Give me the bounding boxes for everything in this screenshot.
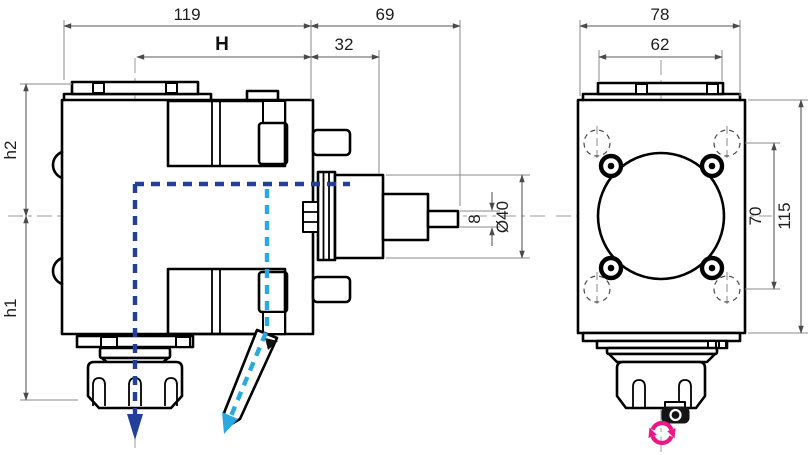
flange-lug bbox=[175, 336, 191, 348]
key-block-lines bbox=[303, 211, 318, 223]
flange-lug bbox=[100, 336, 118, 348]
dim-label-clamp-width: H bbox=[215, 34, 229, 55]
spindle-bore-circle bbox=[596, 151, 726, 281]
head-lower-block bbox=[166, 267, 287, 336]
phantom-port bbox=[713, 275, 741, 303]
dim-label-cap-width: 62 bbox=[651, 35, 670, 54]
top-cap bbox=[70, 80, 200, 96]
side-port-stub bbox=[311, 275, 352, 304]
cap-notch bbox=[165, 82, 178, 94]
head-upper-detail bbox=[262, 100, 286, 124]
head-upper-block bbox=[166, 99, 287, 168]
phantom-port bbox=[583, 275, 611, 303]
head-upper-flange-lines bbox=[211, 101, 221, 166]
tool-tip-setscrew bbox=[669, 408, 682, 422]
coolant-down-arrow-icon bbox=[127, 414, 143, 440]
spindle-ring-lines bbox=[322, 172, 330, 260]
collet-slot bbox=[92, 377, 106, 406]
side-port-stub bbox=[311, 128, 352, 157]
spindle-flange bbox=[333, 173, 385, 260]
collet-slot bbox=[678, 379, 692, 407]
holder-body bbox=[60, 98, 315, 336]
extension-lines-spindle bbox=[386, 174, 530, 259]
holder-body-side bbox=[576, 98, 747, 335]
phantom-port bbox=[583, 129, 611, 157]
dim-label-side-total-height: 115 bbox=[775, 202, 794, 229]
dim-label-pilot-width: 8 bbox=[465, 214, 484, 223]
phantom-crosshairs bbox=[596, 126, 728, 306]
dim-label-upper-height: h2 bbox=[1, 141, 20, 160]
head-upper-pad bbox=[257, 121, 289, 166]
plate-lug bbox=[718, 340, 727, 349]
head-lower-flange-lines bbox=[211, 269, 221, 334]
collet-slot bbox=[632, 379, 646, 407]
counterclockwise-rotation-icon bbox=[648, 420, 676, 446]
collet-slot bbox=[164, 377, 178, 406]
left-lug bbox=[51, 256, 64, 286]
left-lug bbox=[51, 150, 64, 180]
tool-tip-end bbox=[661, 406, 690, 424]
top-cap bbox=[596, 81, 725, 96]
top-tab bbox=[245, 89, 280, 102]
dim-label-spindle-diameter: Ø40 bbox=[493, 201, 512, 233]
cap-notch bbox=[635, 83, 648, 95]
extension-lines-side bbox=[579, 20, 808, 334]
dim-label-lower-height: h1 bbox=[1, 299, 20, 318]
side-view: 78 62 70 115 bbox=[556, 5, 808, 452]
tool-chamfer bbox=[265, 338, 278, 350]
dim-label-spindle-length: 69 bbox=[376, 5, 395, 24]
dim-label-side-total-width: 78 bbox=[651, 5, 670, 24]
taper-ring bbox=[607, 352, 717, 364]
cap-notch bbox=[92, 82, 105, 94]
key-block bbox=[302, 201, 319, 233]
mounting-bolts bbox=[598, 153, 725, 281]
cap-notch bbox=[706, 83, 719, 95]
dim-label-port-spacing: 70 bbox=[746, 207, 765, 226]
front-view: 119 H 69 32 h2 h1 8 Ø40 bbox=[1, 5, 545, 448]
dim-label-spindle-step: 32 bbox=[335, 35, 354, 54]
coolant-diagonal-arrow-icon bbox=[222, 412, 238, 434]
dim-label-total-width: 119 bbox=[173, 5, 200, 24]
extension-lines-top bbox=[63, 20, 461, 206]
collet-nut bbox=[615, 360, 707, 410]
spindle-pilot bbox=[426, 209, 460, 229]
phantom-port bbox=[713, 129, 741, 157]
spindle-shoulder bbox=[381, 192, 430, 242]
